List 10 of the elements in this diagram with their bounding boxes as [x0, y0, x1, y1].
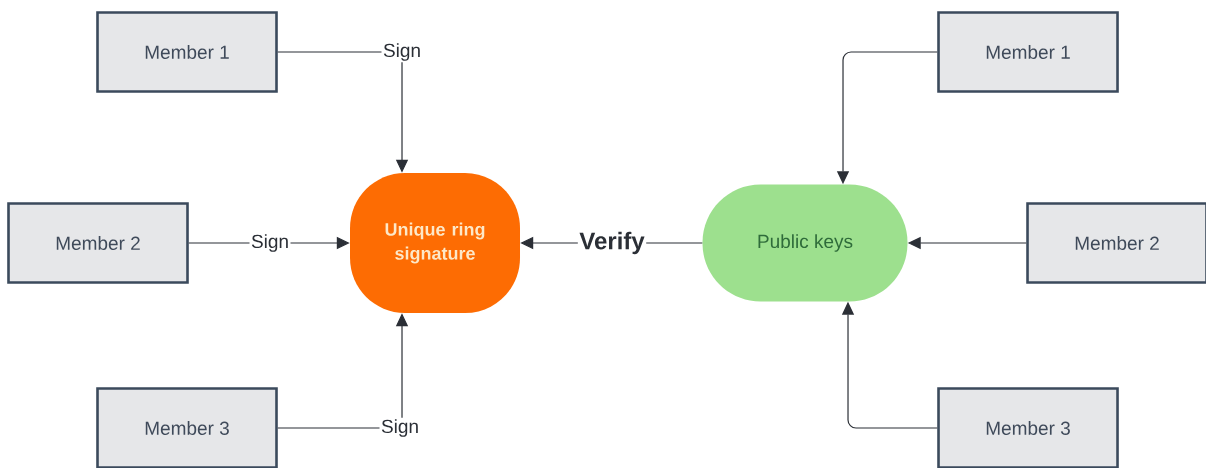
- member-box: Member 1: [96, 11, 278, 93]
- member-box: Member 3: [937, 387, 1119, 468]
- member-box: Member 3: [96, 387, 278, 468]
- edge-label: Verify: [577, 230, 647, 256]
- edge-label: Sign: [249, 232, 291, 254]
- edge-label: Sign: [379, 417, 421, 439]
- edge-label: Sign: [381, 41, 423, 63]
- member-box: Member 2: [1026, 202, 1206, 284]
- member-box: Member 2: [7, 202, 189, 284]
- member-box: Member 1: [937, 11, 1119, 93]
